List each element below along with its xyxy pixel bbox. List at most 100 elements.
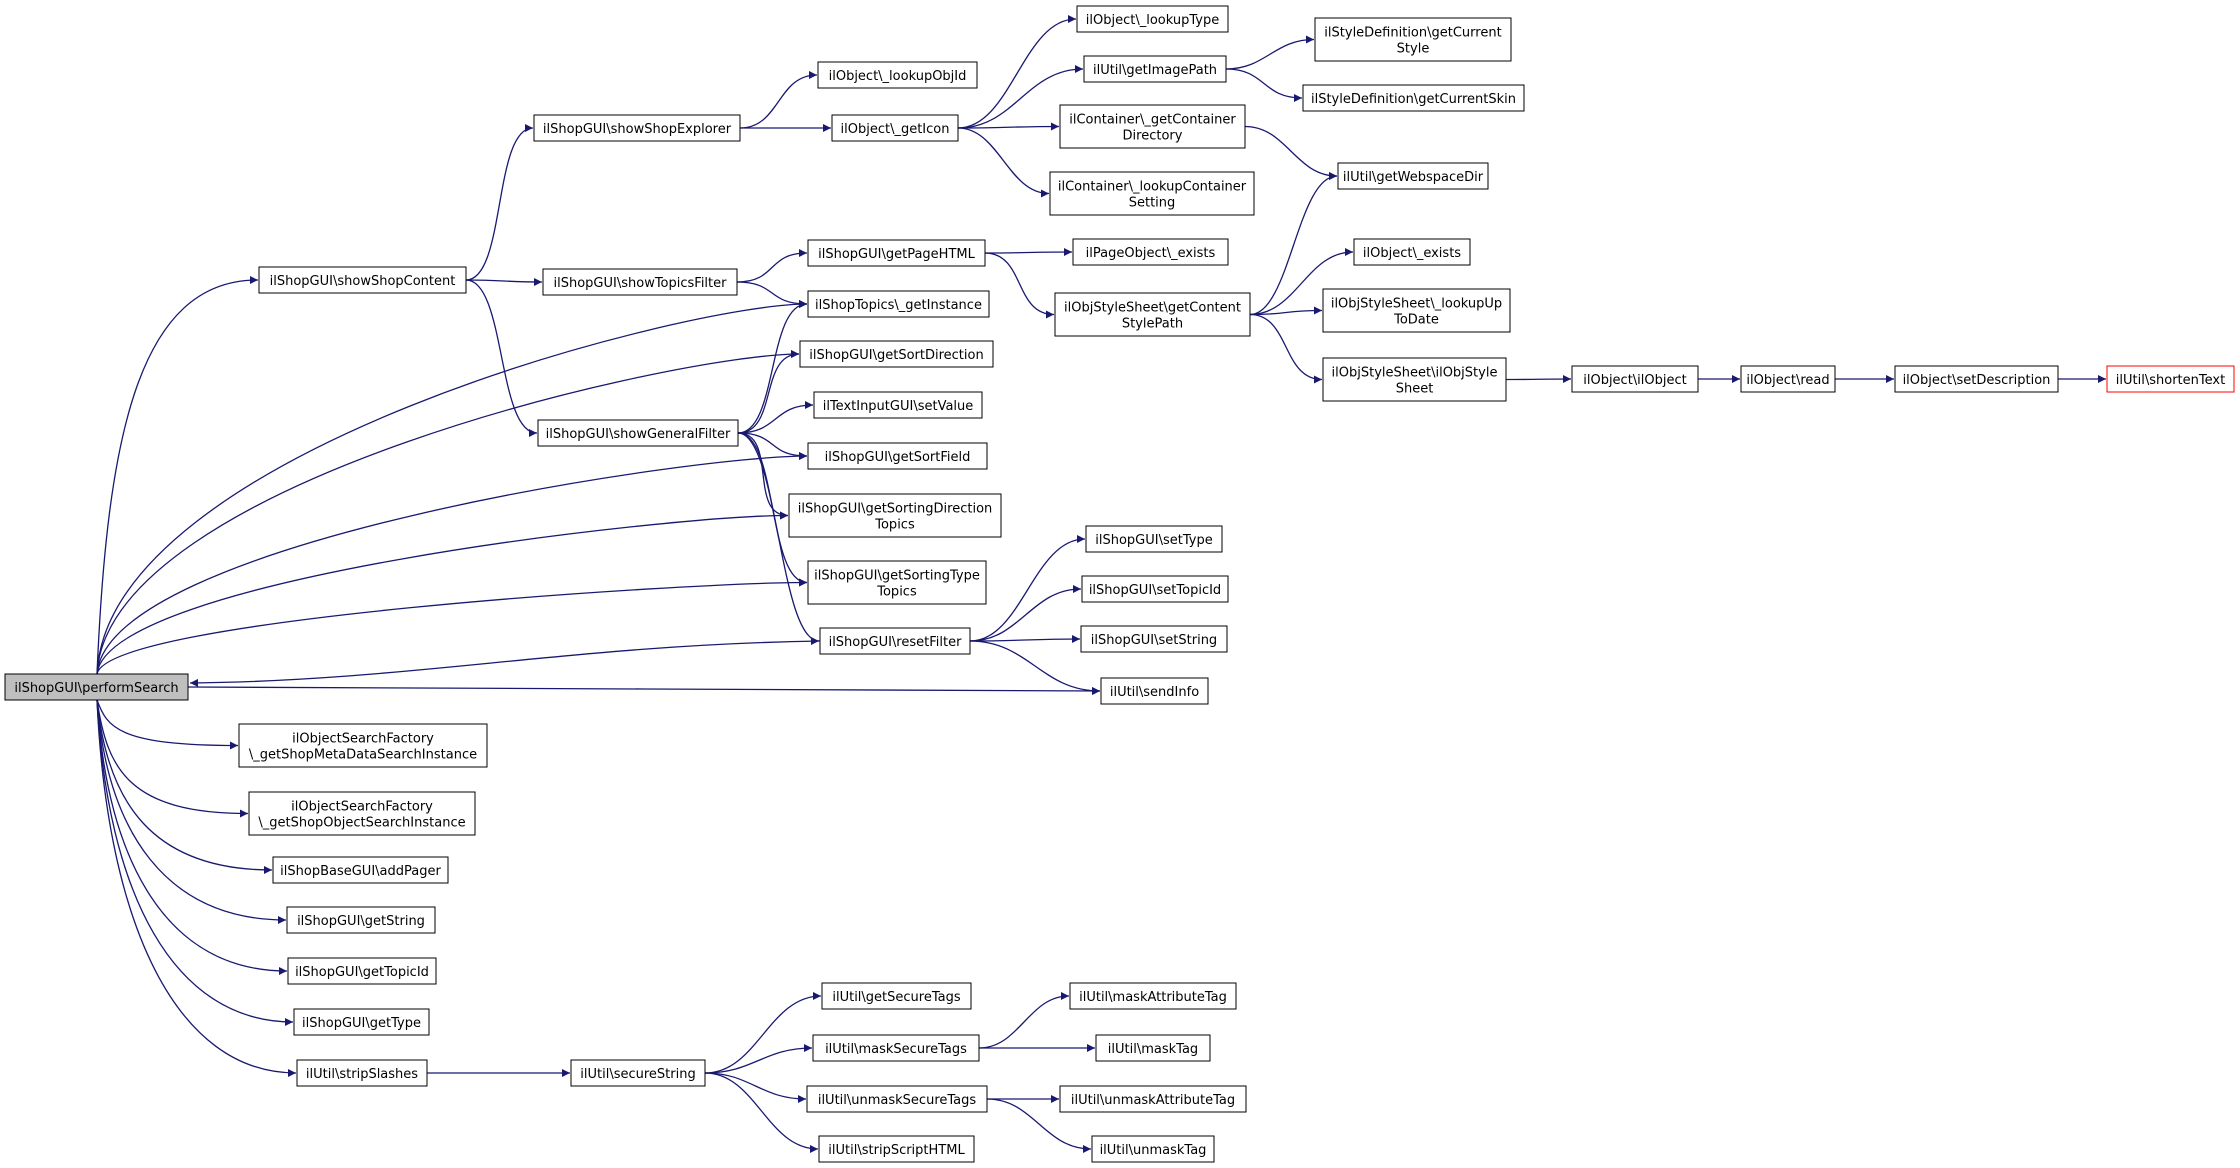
node-get-current-skin[interactable]: ilStyleDefinition\getCurrentSkin: [1302, 84, 1525, 112]
node-show-topics-filter[interactable]: ilShopGUI\showTopicsFilter: [542, 268, 738, 296]
node-label: ilShopTopics\_getInstance: [815, 298, 982, 313]
node-box: [788, 493, 1002, 538]
node-strip-slashes[interactable]: ilUtil\stripSlashes: [296, 1059, 428, 1087]
node-lookup-obj-id[interactable]: ilObject\_lookupObjId: [817, 61, 978, 89]
node-box: [537, 419, 739, 447]
node-get-webspace-dir[interactable]: ilUtil\getWebspaceDir: [1337, 162, 1489, 190]
node-mask-tag[interactable]: ilUtil\maskTag: [1095, 1034, 1211, 1062]
node-page-object-exists[interactable]: ilPageObject\_exists: [1072, 238, 1229, 266]
node-strip-script-html[interactable]: ilUtil\stripScriptHTML: [818, 1135, 975, 1163]
node-box: [807, 290, 990, 318]
node-box: [819, 627, 971, 655]
node-box: [1322, 357, 1507, 402]
node-label: ilShopGUI\showGeneralFilter: [546, 427, 731, 442]
node-label: ilObjStyleSheet\getContent: [1064, 301, 1241, 316]
node-label: ilShopGUI\showTopicsFilter: [554, 276, 728, 291]
node-label: ilShopGUI\setTopicId: [1089, 583, 1221, 598]
node-object-exists[interactable]: ilObject\_exists: [1353, 238, 1471, 266]
node-label: ilPageObject\_exists: [1086, 246, 1216, 261]
node-show-shop-explorer[interactable]: ilShopGUI\showShopExplorer: [533, 114, 741, 142]
node-get-topic-id[interactable]: ilShopGUI\getTopicId: [287, 957, 437, 985]
node-il-obj-style-sheet[interactable]: ilObjStyleSheet\ilObjStyleSheet: [1322, 357, 1507, 402]
node-send-info[interactable]: ilUtil\sendInfo: [1100, 677, 1209, 705]
node-set-value[interactable]: ilTextInputGUI\setValue: [813, 391, 983, 419]
node-box: [4, 673, 189, 701]
edge-show-general-filter-to-get-sorting-direction-topics: [737, 432, 789, 520]
edge-get-icon-to-lookup-type: [957, 15, 1077, 129]
node-box: [293, 1008, 430, 1036]
node-box: [542, 268, 738, 296]
node-get-secure-tags[interactable]: ilUtil\getSecureTags: [821, 982, 972, 1010]
edge-secure-string-to-unmask-secure-tags: [704, 1072, 807, 1103]
node-box: [818, 1135, 975, 1163]
node-box: [807, 239, 986, 267]
node-box: [1076, 5, 1229, 33]
node-lookup-type[interactable]: ilObject\_lookupType: [1076, 5, 1229, 33]
edge-unmask-secure-tags-to-unmask-tag: [986, 1098, 1092, 1153]
node-add-pager[interactable]: ilShopBaseGUI\addPager: [272, 856, 449, 884]
node-set-description[interactable]: ilObject\setDescription: [1894, 365, 2059, 393]
node-mask-secure-tags[interactable]: ilUtil\maskSecureTags: [812, 1034, 980, 1062]
edge-get-icon-to-get-image-path: [957, 65, 1084, 129]
edge-show-topics-filter-to-get-instance: [736, 281, 808, 308]
node-show-shop-content[interactable]: ilShopGUI\showShopContent: [258, 266, 467, 294]
node-get-string[interactable]: ilShopGUI\getString: [286, 906, 436, 934]
node-box: [286, 906, 436, 934]
node-get-image-path[interactable]: ilUtil\getImagePath: [1083, 55, 1227, 83]
node-unmask-tag[interactable]: ilUtil\unmaskTag: [1091, 1135, 1215, 1163]
edge-get-content-style-path-to-get-webspace-dir: [1249, 172, 1338, 316]
node-label: ilObjStyleSheet\ilObjStyle: [1332, 366, 1498, 381]
node-show-general-filter[interactable]: ilShopGUI\showGeneralFilter: [537, 419, 739, 447]
edge-show-shop-content-to-show-topics-filter: [465, 277, 543, 286]
edge-get-image-path-to-get-current-skin: [1225, 68, 1303, 102]
node-box: [1740, 365, 1836, 393]
node-label: ilStyleDefinition\getCurrent: [1324, 26, 1501, 41]
node-label: \_getShopObjectSearchInstance: [258, 816, 465, 831]
node-meta-search[interactable]: ilObjectSearchFactory\_getShopMetaDataSe…: [238, 723, 488, 768]
node-box: [1072, 238, 1229, 266]
node-get-sort-direction[interactable]: ilShopGUI\getSortDirection: [799, 340, 994, 368]
node-il-object-ctor[interactable]: ilObject\ilObject: [1571, 365, 1699, 393]
node-get-icon[interactable]: ilObject\_getIcon: [831, 114, 959, 142]
node-box: [1059, 1085, 1247, 1113]
node-label: ilUtil\maskTag: [1108, 1042, 1198, 1057]
node-box: [272, 856, 449, 884]
node-set-topic-id[interactable]: ilShopGUI\setTopicId: [1081, 575, 1229, 603]
edge-secure-string-to-strip-script-html: [704, 1072, 819, 1153]
node-label: ilShopGUI\getString: [297, 914, 425, 929]
node-object-search[interactable]: ilObjectSearchFactory\_getShopObjectSear…: [248, 791, 476, 836]
node-box: [831, 114, 959, 142]
node-box: [2106, 365, 2235, 393]
node-unmask-secure-tags[interactable]: ilUtil\unmaskSecureTags: [806, 1085, 988, 1113]
node-label: ilUtil\stripScriptHTML: [828, 1143, 965, 1158]
node-label: StylePath: [1122, 317, 1183, 332]
node-set-string[interactable]: ilShopGUI\setString: [1080, 625, 1228, 653]
node-reset-filter[interactable]: ilShopGUI\resetFilter: [819, 627, 971, 655]
node-box: [1069, 982, 1237, 1010]
node-get-instance[interactable]: ilShopTopics\_getInstance: [807, 290, 990, 318]
node-mask-attribute-tag[interactable]: ilUtil\maskAttributeTag: [1069, 982, 1237, 1010]
node-secure-string[interactable]: ilUtil\secureString: [570, 1059, 706, 1087]
edge-get-icon-to-get-container-directory: [957, 122, 1060, 131]
node-get-page-html[interactable]: ilShopGUI\getPageHTML: [807, 239, 986, 267]
edge-mask-secure-tags-to-mask-attribute-tag: [978, 992, 1070, 1049]
node-label: ilContainer\_getContainer: [1069, 113, 1236, 128]
node-object-read[interactable]: ilObject\read: [1740, 365, 1836, 393]
node-get-sort-field[interactable]: ilShopGUI\getSortField: [807, 442, 988, 470]
edge-get-content-style-path-to-il-obj-style-sheet: [1249, 313, 1323, 384]
node-box: [812, 1034, 980, 1062]
node-label: ilObject\_lookupType: [1086, 13, 1219, 28]
node-shorten-text[interactable]: ilUtil\shortenText: [2106, 365, 2235, 393]
node-get-type[interactable]: ilShopGUI\getType: [293, 1008, 430, 1036]
node-unmask-attribute-tag[interactable]: ilUtil\unmaskAttributeTag: [1059, 1085, 1247, 1113]
node-set-type[interactable]: ilShopGUI\setType: [1085, 525, 1223, 553]
node-box: [1894, 365, 2059, 393]
node-perform-search[interactable]: ilShopGUI\performSearch: [4, 673, 189, 701]
